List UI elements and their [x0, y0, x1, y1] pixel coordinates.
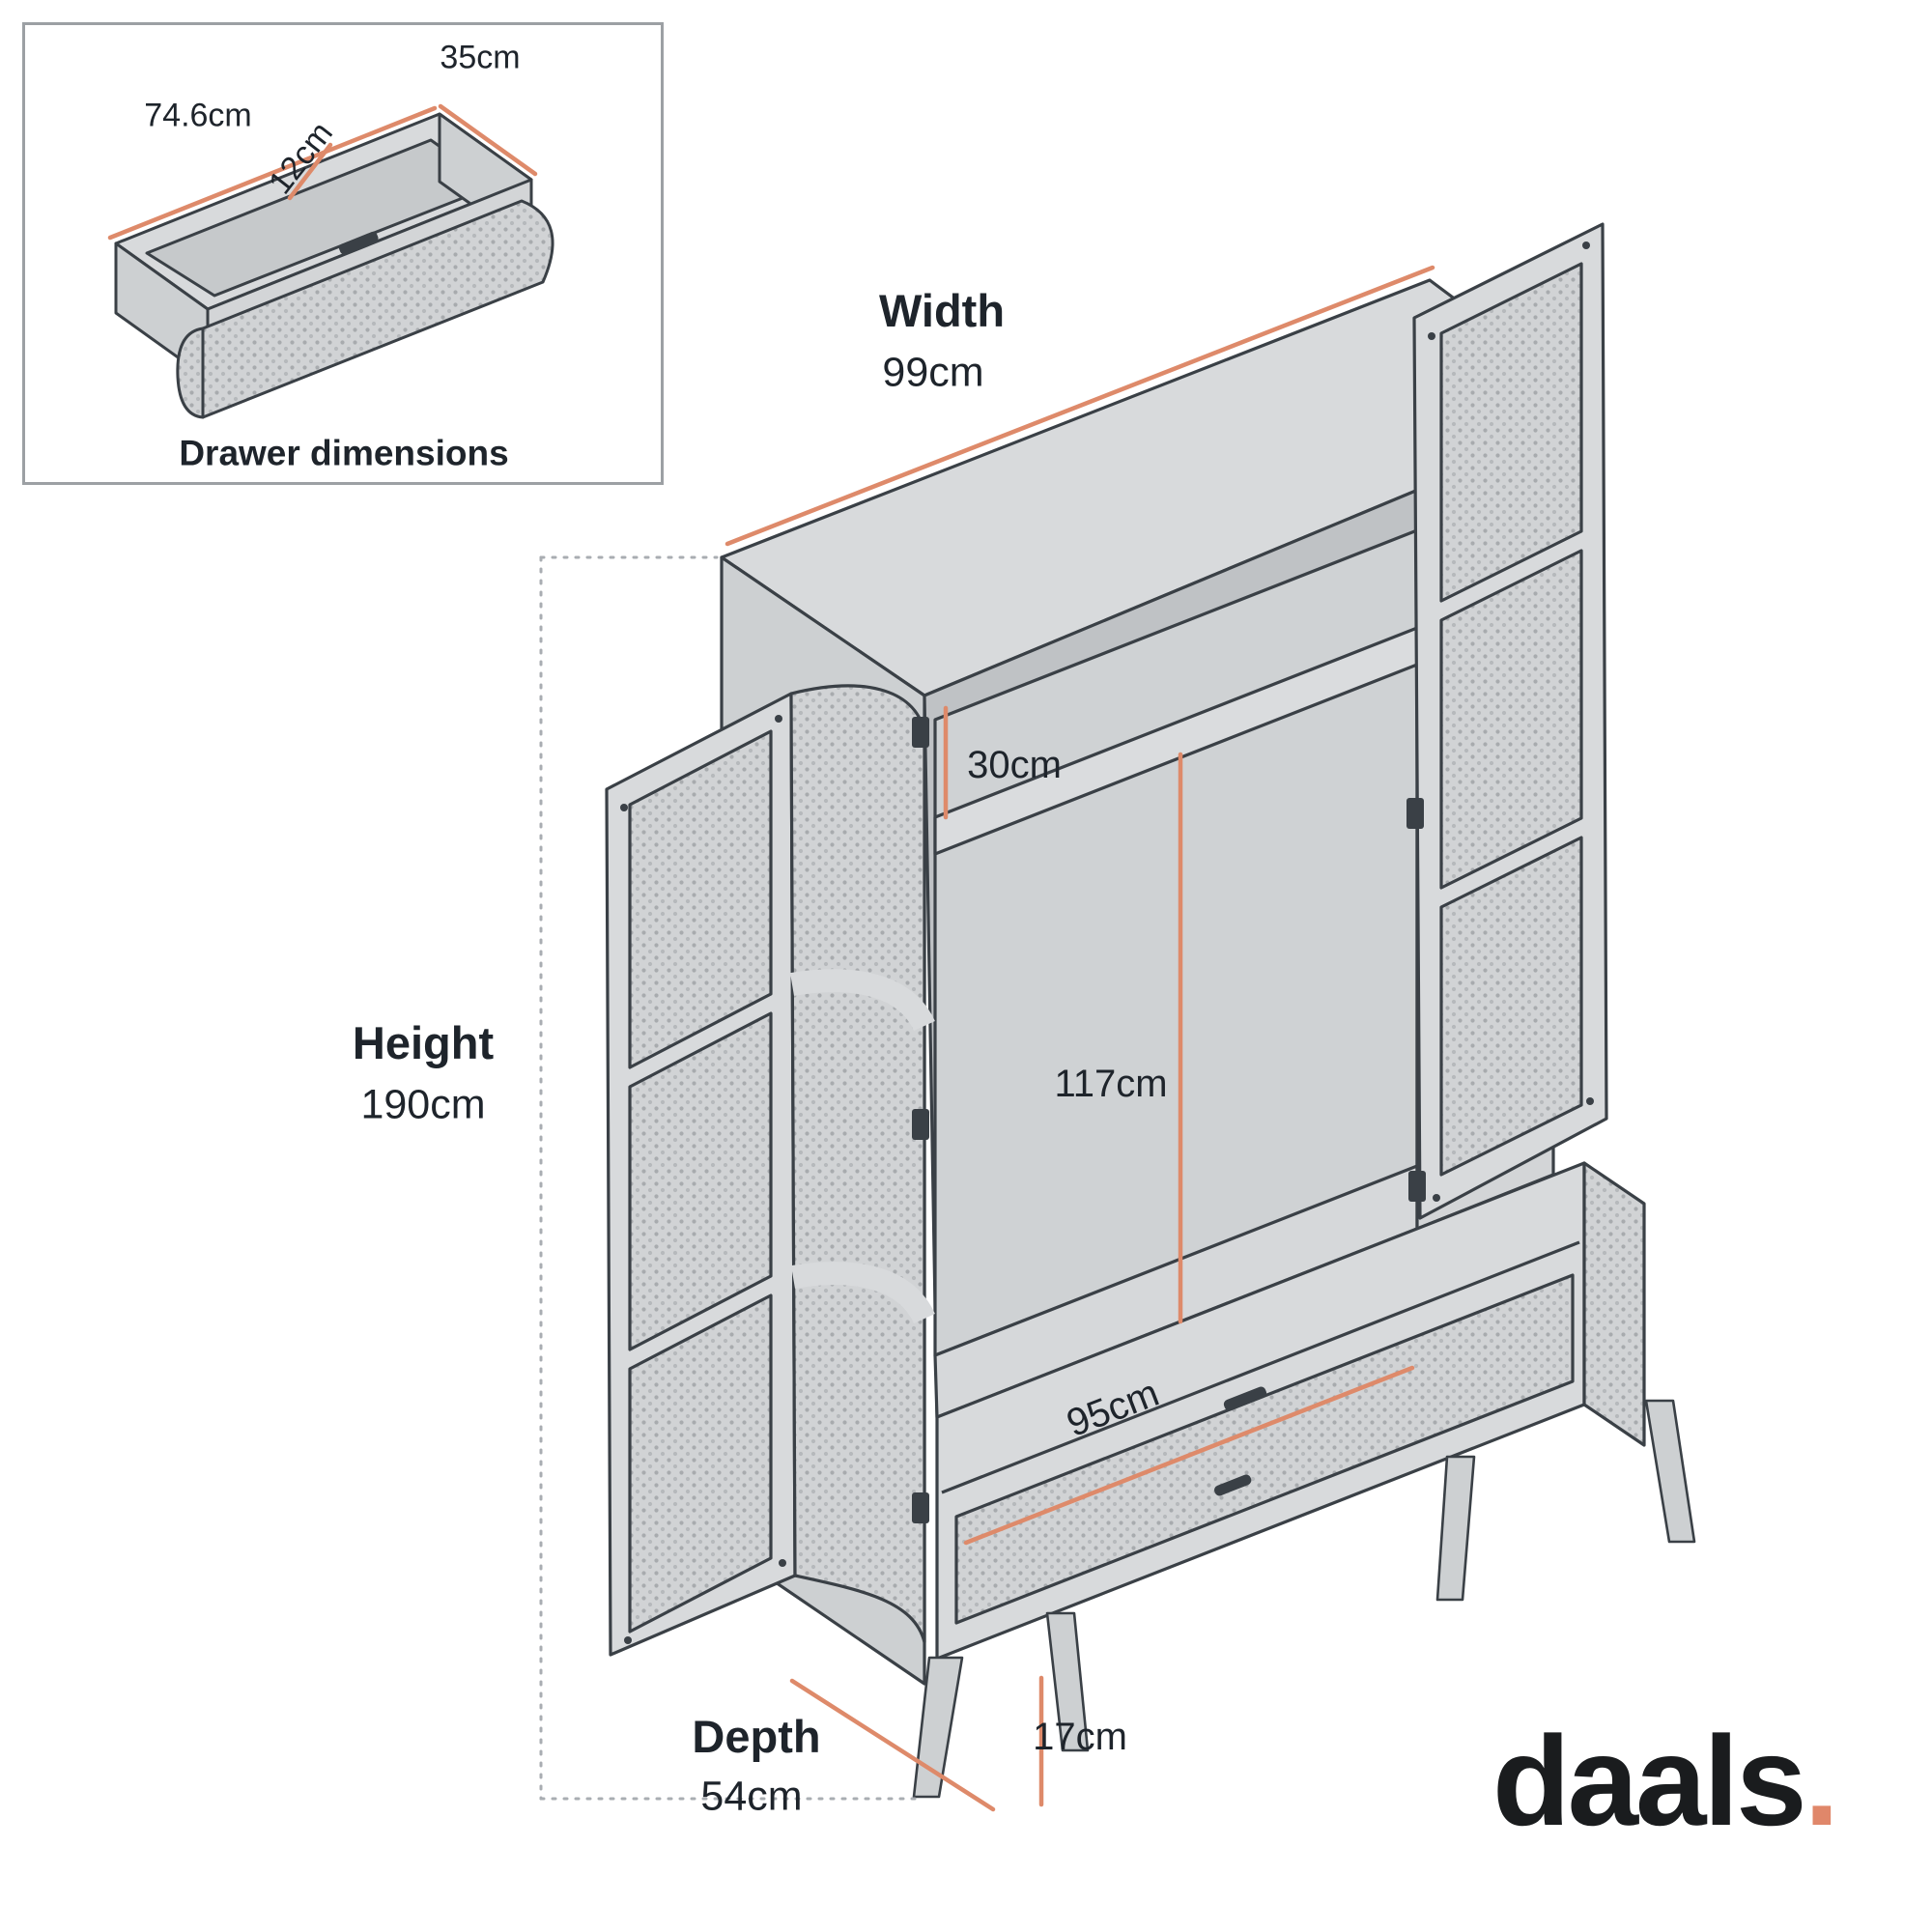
top-section-value: 30cm	[967, 744, 1062, 786]
left-door-curved-section	[789, 684, 926, 1644]
drawer-width-value: 74.6cm	[144, 97, 252, 134]
drawer-width-dimension-line	[107, 105, 438, 241]
drawer-depth-dimension-line	[438, 103, 538, 177]
left-door-hinges	[620, 715, 929, 1644]
drawer-pull-handle	[1214, 1474, 1252, 1496]
dotted-guides	[539, 555, 924, 1801]
right-door-hinges	[1406, 242, 1594, 1202]
drawer-illustration	[114, 112, 554, 419]
depth-value: 54cm	[700, 1773, 803, 1820]
drawer-module-side	[1582, 1161, 1646, 1447]
brand-logo: daals.	[1492, 1708, 1840, 1854]
dimension-lines	[107, 103, 1435, 1812]
interior-height-value: 117cm	[1054, 1063, 1168, 1105]
width-dimension-line	[724, 265, 1435, 547]
drawer-depth-value: 35cm	[440, 39, 521, 76]
brand-name: daals	[1492, 1710, 1807, 1852]
drawer-module-rattan	[954, 1273, 1575, 1625]
width-label: Width	[878, 285, 1006, 337]
drawer-inset-panel	[22, 22, 664, 485]
leg-height-value: 17cm	[1033, 1716, 1127, 1758]
width-value: 99cm	[882, 349, 984, 396]
depth-dimension-line	[789, 1678, 996, 1812]
drawer-height-dimension-line	[287, 142, 333, 201]
right-door-detached	[1406, 222, 1608, 1220]
left-door-open	[605, 684, 935, 1657]
depth-label: Depth	[692, 1711, 821, 1763]
height-label: Height	[352, 1017, 495, 1069]
height-value: 190cm	[360, 1081, 486, 1128]
interior-width-dimension-line	[963, 1365, 1415, 1546]
brand-dot: .	[1804, 1710, 1840, 1852]
wardrobe-legs	[912, 1399, 1696, 1799]
cabinet-latch	[1223, 1386, 1267, 1411]
drawer-inset-title: Drawer dimensions	[179, 433, 509, 473]
drawer-handle	[338, 231, 379, 255]
